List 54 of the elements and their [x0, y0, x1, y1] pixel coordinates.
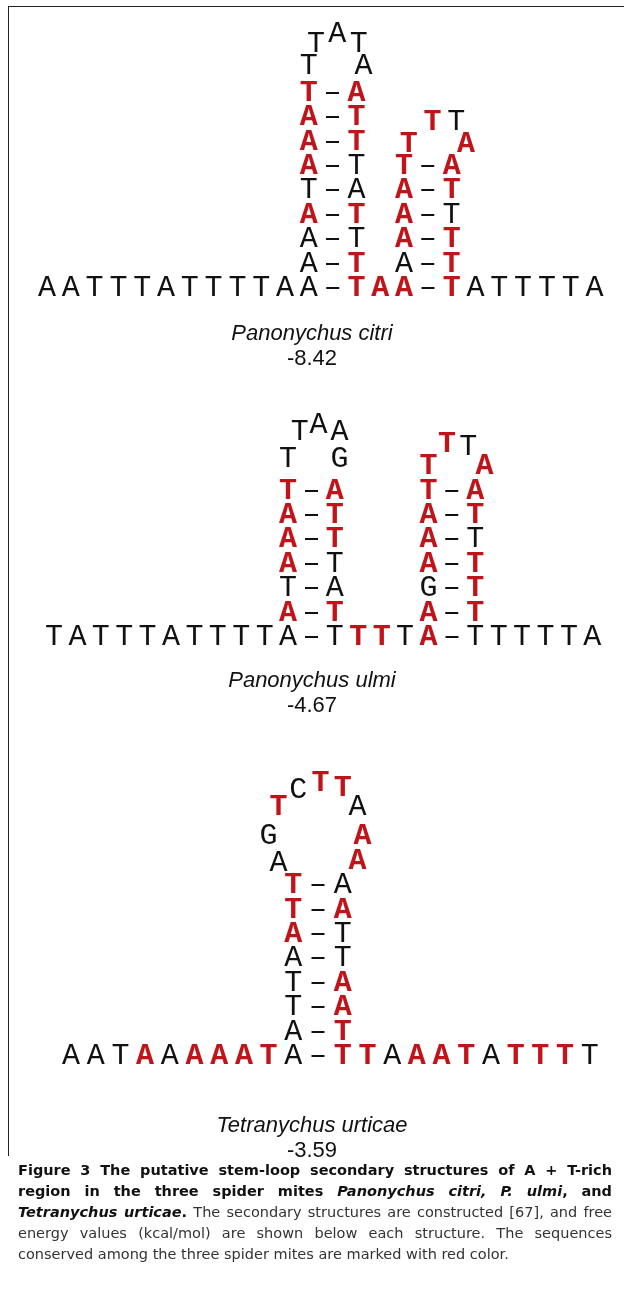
- nucleotide-text: T–A: [299, 82, 372, 104]
- nucleotide-text: A–T: [279, 602, 350, 624]
- sequence-text: TATTTATTTTA–TTTTA–TTTTTA: [45, 627, 607, 648]
- nucleotide-text: T–A: [419, 480, 490, 502]
- nucleotide-text: T–A: [284, 899, 359, 921]
- nucleotide-text: G: [330, 448, 354, 470]
- nucleotide-text: A–T: [419, 505, 490, 526]
- nucleotide-text: A–T: [419, 529, 490, 551]
- nucleotide-text: A: [354, 55, 379, 77]
- nucleotide-text: T: [423, 112, 448, 134]
- nucleotide-text: A–T: [299, 229, 372, 251]
- nucleotide-text: A–T: [419, 602, 490, 624]
- nucleotide-text: A: [353, 826, 379, 848]
- figure-caption: Figure 3 The putative stem-loop secondary structures of A + T-rich region in the three spider mites Panonychus citri, P. ulmi, and Tetranychus urticae. The secondary structures are constructed [67], and free energy values (kcal/mol) are shown below each structure. The sequences conserved among the three spider mites are marked with red color.: [18, 1161, 612, 1264]
- nucleotide-text: A: [348, 850, 374, 872]
- nucleotide-text: A: [475, 456, 499, 478]
- nucleotide-text: A: [456, 134, 481, 156]
- nucleotide-text: A–T: [419, 553, 490, 575]
- nucleotide-text: A–T: [395, 253, 467, 275]
- nucleotide-text: G–T: [419, 578, 490, 600]
- nucleotide-text: A–T: [395, 229, 467, 251]
- nucleotide-text: T: [349, 34, 374, 55]
- nucleotide-text: A–T: [279, 505, 350, 526]
- species-name: Panonychus citri: [230, 320, 394, 346]
- nucleotide-text: A–T: [299, 107, 372, 129]
- nucleotide-text: T–A: [284, 997, 359, 1019]
- nucleotide-text: A–T: [284, 924, 359, 945]
- nucleotide-text: A: [330, 422, 354, 444]
- nucleotide-text: T–A: [279, 578, 350, 600]
- nucleotide-text: A–T: [279, 553, 350, 575]
- nucleotide-text: T: [279, 448, 303, 470]
- nucleotide-text: T–A: [395, 156, 467, 177]
- energy-value: -4.67: [285, 692, 339, 718]
- nucleotide-text: T–A: [299, 180, 372, 202]
- nucleotide-text: A–T: [299, 204, 372, 226]
- nucleotide-text: A–T: [299, 156, 372, 177]
- energy-value: -3.59: [285, 1137, 339, 1163]
- nucleotide-text: A–T: [395, 204, 467, 226]
- nucleotide-text: A–T: [279, 529, 350, 551]
- nucleotide-text: T: [419, 456, 443, 478]
- nucleotide-text: A–T: [284, 948, 359, 970]
- energy-value: -8.42: [285, 345, 339, 371]
- nucleotide-text: A–T: [395, 180, 467, 202]
- nucleotide-text: T–A: [284, 972, 359, 994]
- species-name: Tetranychus urticae: [215, 1112, 409, 1138]
- nucleotide-text: T: [299, 55, 324, 77]
- nucleotide-text: G: [259, 826, 285, 848]
- nucleotide-text: A–T: [299, 253, 372, 275]
- nucleotide-text: T–A: [284, 875, 359, 897]
- sequence-text: AATTTATTTTAA–TAA–TATTTTA: [38, 278, 610, 299]
- species-name: Panonychus ulmi: [227, 667, 397, 693]
- nucleotide-text: T–A: [279, 480, 350, 502]
- nucleotide-text: A–T: [299, 131, 372, 153]
- nucleotide-text: A–T: [284, 1021, 359, 1043]
